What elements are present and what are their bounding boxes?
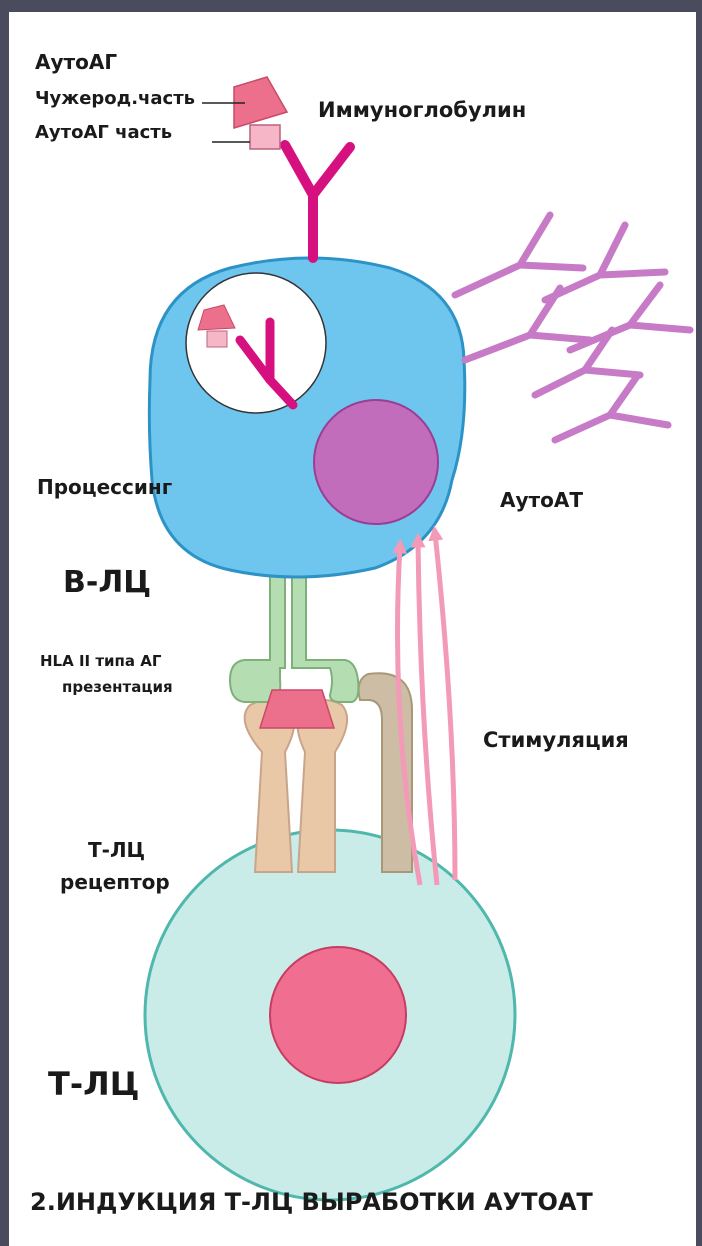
label-tcr-line2: рецептор [60,870,170,894]
autoantibody [555,375,668,440]
hla-left-chain [230,568,285,702]
secreted-autoantibodies [455,215,690,440]
label-tcr-line1: Т-ЛЦ [88,838,145,862]
stim-arrow-2 [418,540,437,885]
label-foreign-part: Чужерод.часть [35,88,195,109]
label-auto-part: АутоАГ часть [35,122,172,143]
label-t-cell: Т-ЛЦ [48,1065,139,1103]
caption: 2.ИНДУКЦИЯ Т-ЛЦ ВЫРАБОТКИ АУТОАТ [30,1188,593,1216]
antigen-self-part [250,125,280,149]
label-hla-line1: HLA II типа АГ [40,652,161,670]
label-stimulation: Стимуляция [483,728,629,752]
label-processing: Процессинг [37,475,172,499]
presented-antigen [260,690,334,728]
label-autoag: АутоАГ [35,50,117,74]
stim-arrow-3 [435,533,455,880]
t-cell-nucleus [270,947,406,1083]
autoantibody [570,285,690,350]
label-auto-at: АутоАТ [500,488,583,512]
internalized-antigen-self [207,331,227,347]
autoantibody [455,215,583,295]
hla-right-chain [292,568,358,702]
label-b-cell: В-ЛЦ [63,565,151,600]
membrane-immunoglobulin [285,145,350,258]
b-cell-nucleus [314,400,438,524]
label-hla-line2: презентация [62,678,173,696]
label-immunoglobulin: Иммуноглобулин [318,98,526,122]
